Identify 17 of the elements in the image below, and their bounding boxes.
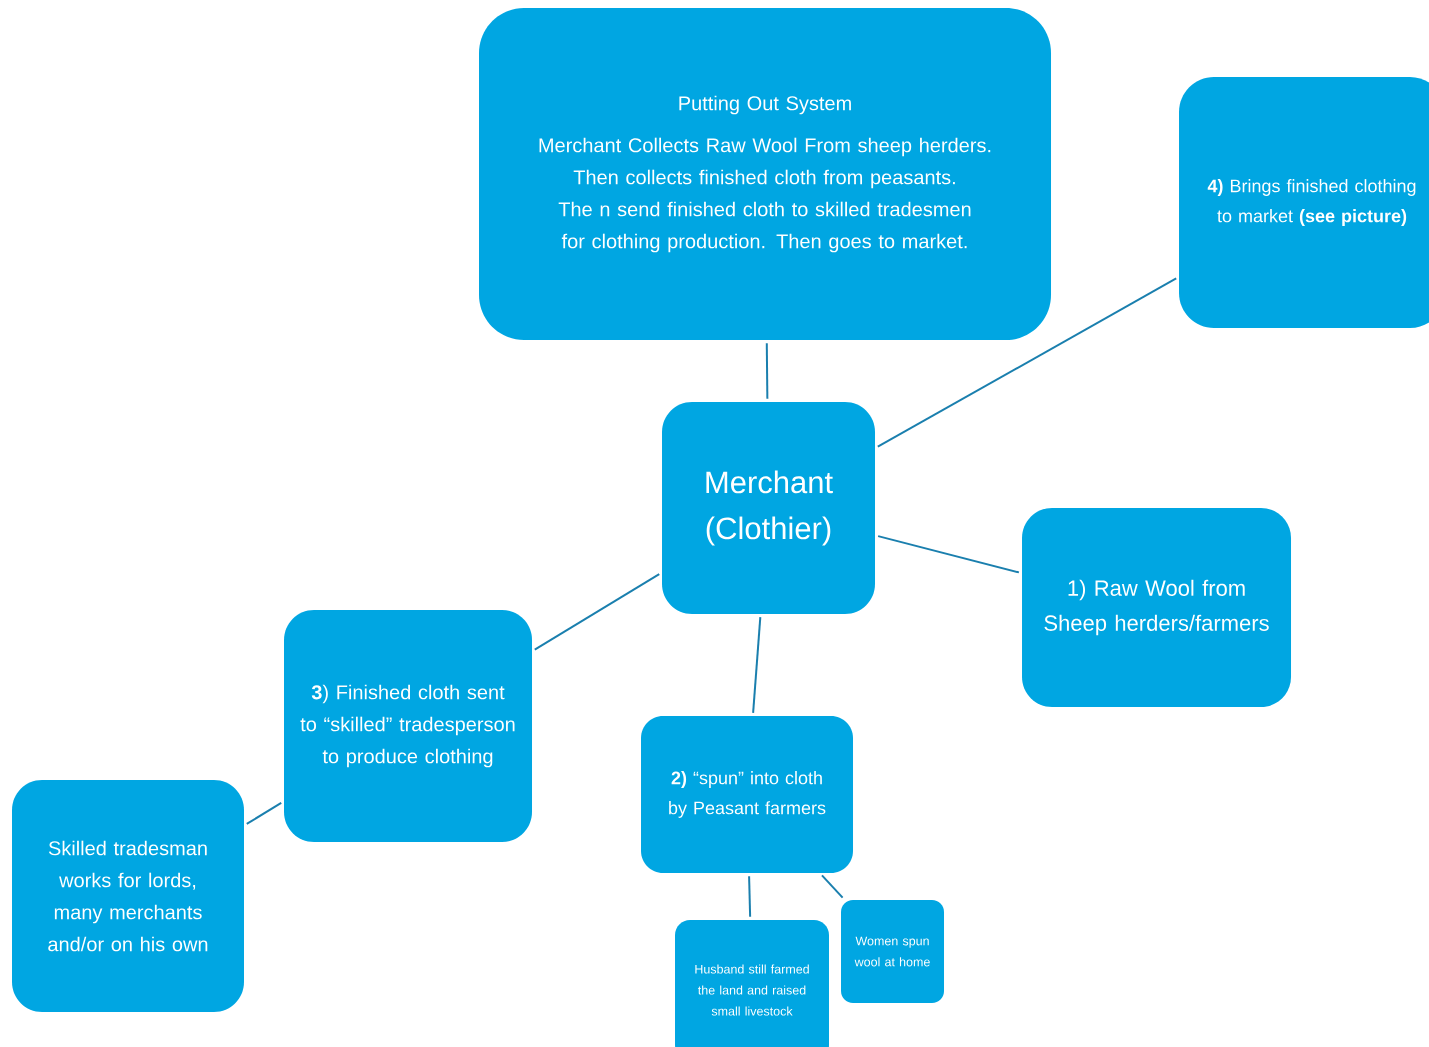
topic-box: 1) Raw Wool from Sheep herders/farmers <box>1022 508 1291 707</box>
connector-line <box>748 875 752 918</box>
connector-line <box>765 342 769 400</box>
topic-box: Husband still farmed the land and raised small livestock <box>675 920 829 1047</box>
topic-box: Merchant (Clothier) <box>662 402 875 614</box>
connector-line <box>821 874 844 899</box>
topic-box: 2) “spun” into cloth by Peasant farmers <box>641 716 853 873</box>
connector-line <box>752 616 762 714</box>
topic-box: Women spun wool at home <box>841 900 944 1003</box>
topic-box: 3) Finished cloth sent to “skilled” tradesperson to produce clothing <box>284 610 532 842</box>
topic-box: 4) Brings finished clothing to market (see picture) <box>1179 77 1429 328</box>
connector-line <box>877 535 1020 574</box>
connector-line <box>245 801 283 825</box>
connector-line <box>533 573 661 651</box>
topic-box: Skilled tradesman works for lords, many merchants and/or on his own <box>12 780 244 1012</box>
connector-line <box>876 277 1178 448</box>
topic-box: Putting Out System Merchant Collects Raw Wool From sheep herders. Then collects finished cloth from peasants. The n send finished cloth to skilled tradesmen for clothing production. Then goes to market. <box>479 8 1051 340</box>
